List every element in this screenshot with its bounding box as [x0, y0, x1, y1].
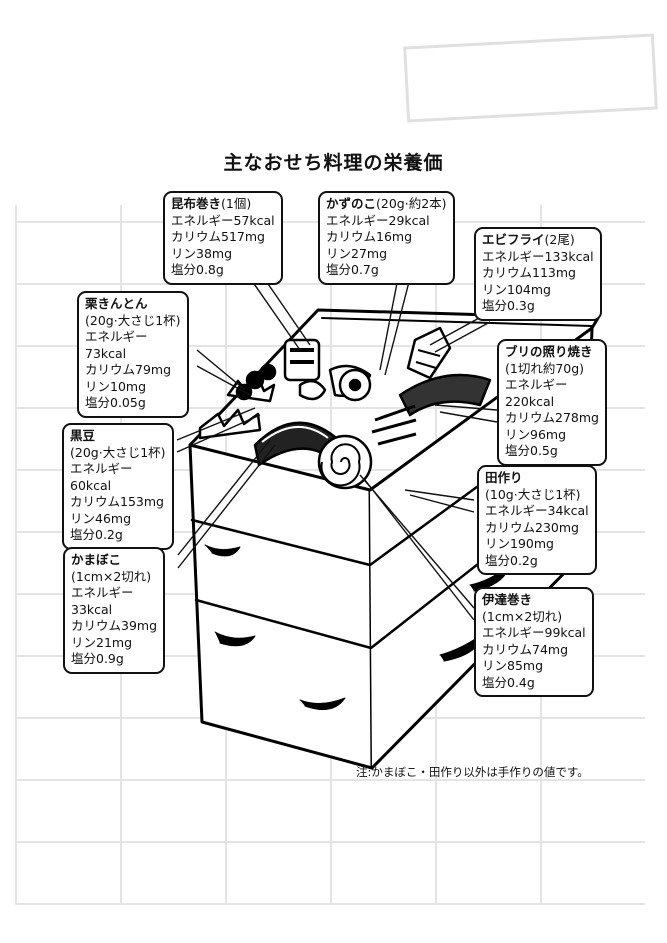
callout-line: カリウム517mg — [171, 229, 265, 244]
callout-line: リン27mg — [326, 245, 388, 261]
page-title: 主なおせち料理の栄養価 — [223, 152, 444, 174]
callout-line: 塩分0.2g — [70, 527, 123, 542]
callout-line: エネルギー — [505, 377, 568, 392]
callout-line: 塩分0.8g — [171, 262, 224, 277]
callout-name: エビフライ — [482, 232, 545, 247]
callout-line: リン46mg — [70, 510, 132, 526]
callout-line: 塩分0.4g — [482, 674, 535, 690]
callout-portion: (1個) — [221, 196, 252, 211]
callout-line: エネルギー29kcal — [326, 212, 430, 228]
callout-kuri: 栗きんとん (20g·大さじ1杯) エネルギー 73kcal カリウム79mg … — [77, 291, 189, 418]
callout-name: 田作り — [485, 470, 523, 485]
callout-portion: (1cm×2切れ) — [482, 608, 563, 624]
callout-line: リン10mg — [85, 378, 147, 394]
callout-line: エネルギー — [71, 585, 134, 600]
callout-line: 塩分0.2g — [485, 552, 538, 568]
callout-line: エネルギー133kcal — [482, 248, 594, 264]
callout-portion: (1切れ約70g) — [505, 360, 585, 376]
callout-name: 伊達巻き — [482, 592, 533, 607]
food-contents — [198, 326, 492, 490]
callout-line: エネルギー99kcal — [482, 625, 586, 640]
callout-line: 塩分0.5g — [505, 443, 558, 458]
callout-portion: (1cm×2切れ) — [71, 568, 152, 584]
callout-datemaki: 伊達巻き (1cm×2切れ) エネルギー99kcal カリウム74mg リン85… — [474, 587, 594, 697]
tazukuri — [371, 404, 417, 446]
callout-line: エネルギー34kcal — [485, 503, 589, 518]
callout-line: エネルギー — [70, 461, 133, 476]
callout-name: かまぼこ — [71, 552, 122, 567]
callout-kuromame: 黒豆 (20g·大さじ1杯) エネルギー 60kcal カリウム153mg リン… — [62, 423, 174, 550]
callout-line: エネルギー — [85, 329, 148, 344]
callout-line: 塩分0.7g — [326, 262, 379, 277]
callout-line: カリウム79mg — [85, 362, 172, 377]
callout-line: カリウム153mg — [70, 494, 164, 509]
callout-portion: (20g·大さじ1杯) — [70, 444, 166, 460]
callout-line: 塩分0.05g — [85, 395, 146, 410]
leader-lines — [176, 277, 498, 621]
kuromame — [245, 370, 265, 390]
callout-line: リン21mg — [71, 634, 133, 650]
callout-portion: (20g·大さじ1杯) — [85, 312, 181, 328]
callout-portion: (10g·大さじ1杯) — [485, 486, 581, 502]
callout-line: カリウム16mg — [326, 229, 413, 244]
callout-line: 60kcal — [70, 477, 112, 493]
callout-line: 33kcal — [71, 601, 113, 617]
callout-line: 73kcal — [85, 345, 127, 361]
callout-buri: ブリの照り焼き (1切れ約70g) エネルギー 220kcal カリウム278m… — [497, 339, 607, 466]
callout-name: ブリの照り焼き — [505, 344, 593, 359]
callout-line: リン96mg — [505, 426, 567, 442]
callout-line: リン85mg — [482, 658, 544, 673]
callout-line: リン38mg — [171, 245, 233, 261]
callout-name: 黒豆 — [70, 428, 96, 443]
callout-tazukuri: 田作り (10g·大さじ1杯) エネルギー34kcal カリウム230mg リン… — [477, 465, 597, 575]
callout-kazunoko: かずのこ(20g·約2本) エネルギー29kcal カリウム16mg リン27m… — [318, 191, 455, 285]
callout-line: カリウム278mg — [505, 410, 599, 425]
callout-portion: (2尾) — [544, 232, 575, 247]
callout-line: 220kcal — [505, 393, 555, 409]
callout-line: カリウム230mg — [485, 519, 579, 535]
callout-line: エネルギー57kcal — [171, 212, 275, 228]
callout-name: かずのこ — [326, 196, 377, 211]
callout-name: 栗きんとん — [85, 296, 148, 311]
callout-line: カリウム113mg — [482, 265, 576, 280]
callout-portion: (20g·約2本) — [376, 196, 447, 211]
callout-konbu: 昆布巻き(1個) エネルギー57kcal カリウム517mg リン38mg 塩分… — [163, 191, 283, 285]
footnote: 注:かまぼこ・田作り以外は手作りの値です。 — [356, 765, 589, 779]
kuri-kinton — [298, 379, 327, 401]
callout-kamaboko: かまぼこ (1cm×2切れ) エネルギー 33kcal カリウム39mg リン2… — [63, 547, 166, 674]
callout-line: 塩分0.9g — [71, 651, 124, 666]
callout-line: カリウム39mg — [71, 618, 158, 633]
callout-line: カリウム74mg — [482, 641, 569, 657]
callout-line: 塩分0.3g — [482, 298, 535, 313]
callout-line: リン190mg — [485, 536, 554, 551]
callout-name: 昆布巻き — [171, 196, 222, 211]
buri-fillet — [398, 373, 492, 417]
callout-ebi: エビフライ(2尾) エネルギー133kcal カリウム113mg リン104mg… — [474, 227, 602, 321]
callout-line: リン104mg — [482, 281, 551, 297]
